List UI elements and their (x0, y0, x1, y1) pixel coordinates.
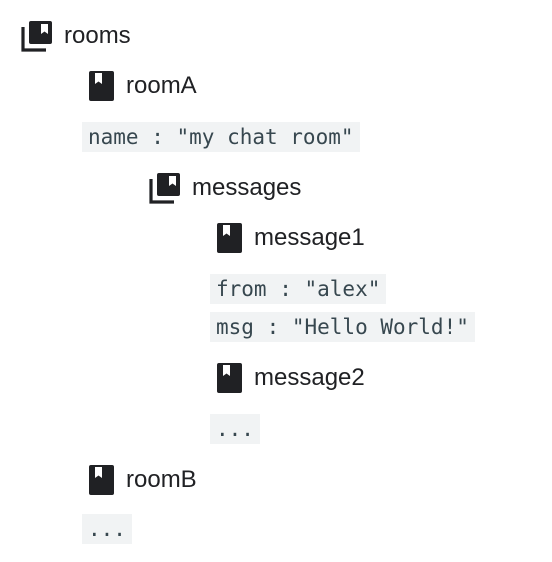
document-label: roomA (126, 72, 197, 99)
collection-label: messages (192, 174, 302, 201)
field-ellipsis: ... (82, 514, 132, 544)
field-msg: msg : "Hello World!" (210, 312, 475, 342)
field-name: name : "my chat room" (82, 122, 360, 152)
document-roomA: roomA (88, 66, 197, 106)
document-icon (88, 70, 116, 102)
document-roomB: roomB (88, 460, 197, 500)
document-label: roomB (126, 466, 197, 493)
document-icon (216, 362, 244, 394)
document-message2: message2 (216, 358, 365, 398)
field-ellipsis: ... (210, 414, 260, 444)
field-from: from : "alex" (210, 274, 387, 304)
collection-rooms: rooms (20, 16, 131, 56)
collection-icon (20, 19, 54, 53)
collection-icon (148, 171, 182, 205)
document-icon (88, 464, 116, 496)
collection-messages: messages (148, 168, 301, 208)
document-label: message2 (254, 364, 365, 391)
document-label: message1 (254, 224, 365, 251)
document-icon (216, 222, 244, 254)
document-message1: message1 (216, 218, 365, 258)
collection-label: rooms (64, 22, 131, 49)
